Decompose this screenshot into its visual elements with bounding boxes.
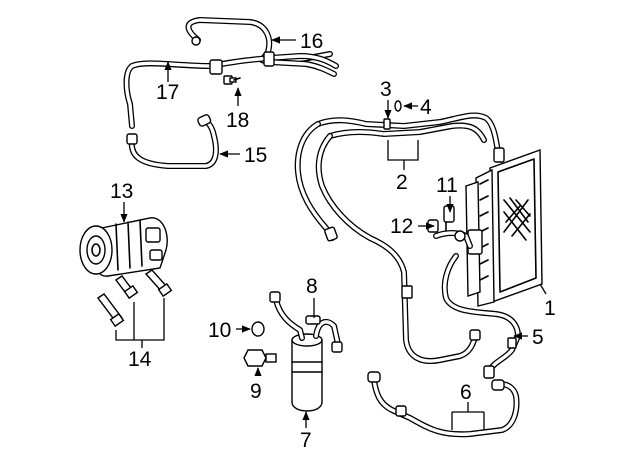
callout-4: 4 [420,96,432,119]
callout-16: 16 [300,30,323,53]
callout-9: 9 [250,380,262,403]
valve-12 [427,219,473,249]
discharge-hose-15 [126,114,219,169]
callout-15: 15 [244,144,267,167]
callout-11: 11 [436,174,458,197]
callout-2: 2 [396,171,408,194]
bolt-9 [243,349,277,367]
callout-6: 6 [460,381,472,404]
bolts-14 [96,269,173,328]
callout-5: 5 [532,326,544,349]
callout-10: 10 [208,319,231,342]
liquid-line-assembly-2 [294,112,505,364]
discharge-line-5 [441,253,521,379]
callout-13: 13 [110,180,133,203]
o-ring-4 [394,100,402,112]
seal-10 [251,321,265,337]
bolt-18 [223,75,241,85]
callout-14: 14 [128,348,152,371]
callout-3: 3 [380,78,392,101]
callout-12: 12 [390,215,413,238]
fitting-11 [443,205,455,231]
suction-hose-upper [123,17,339,129]
callout-17: 17 [156,81,179,104]
callout-18: 18 [226,109,249,132]
callout-7: 7 [300,429,312,452]
leader-lines [115,36,547,430]
hose-6 [367,371,520,438]
callout-1: 1 [544,297,556,320]
callout-8: 8 [306,275,318,298]
compressor-13 [79,217,168,277]
condenser-1 [465,149,543,307]
receiver-drier-7 [269,291,343,412]
